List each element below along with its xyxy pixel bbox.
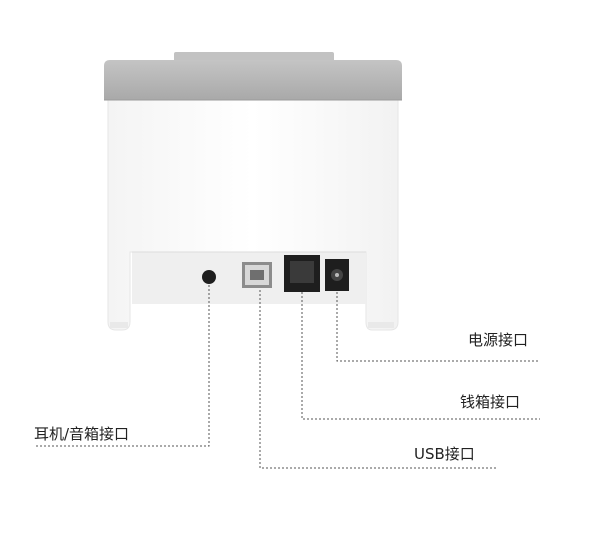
usb-port-label: USB接口 <box>414 445 475 463</box>
usb-port-leader <box>259 290 498 469</box>
usb-port <box>242 262 272 288</box>
cash-drawer-port <box>284 255 320 292</box>
audio-port-label: 耳机/音箱接口 <box>34 425 130 443</box>
power-port <box>325 259 349 291</box>
audio-jack-port <box>202 270 216 284</box>
printer-top-cover <box>174 52 334 62</box>
printer-top-band <box>104 60 402 100</box>
power-port-leader <box>336 292 540 362</box>
audio-port-leader <box>34 285 210 447</box>
cash-drawer-port-label: 钱箱接口 <box>460 393 521 411</box>
power-port-label: 电源接口 <box>468 331 529 349</box>
cash-drawer-leader <box>301 292 540 420</box>
printer <box>104 52 402 331</box>
